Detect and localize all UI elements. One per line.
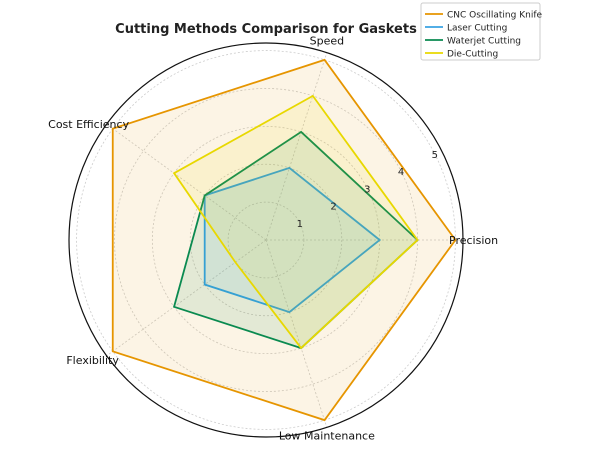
legend-label: CNC Oscillating Knife — [447, 11, 542, 21]
axis-label: Flexibility — [66, 354, 119, 367]
outer-frame — [68, 42, 464, 438]
axis-label: Cost Efficiency — [48, 118, 129, 131]
radial-tick-label: 5 — [432, 150, 438, 161]
radial-tick-label: 1 — [297, 219, 303, 230]
grid-circle — [189, 163, 343, 317]
axis-line — [265, 52, 328, 241]
chart-title: Cutting Methods Comparison for Gaskets — [115, 22, 417, 37]
axis-line — [106, 239, 267, 357]
series-fill — [204, 167, 380, 313]
legend-label: Laser Cutting — [447, 24, 507, 34]
axis-label: Low Maintenance — [279, 429, 375, 442]
radial-tick-label: 3 — [364, 184, 370, 195]
legend-label: Die-Cutting — [447, 50, 498, 60]
series-fill — [174, 131, 418, 349]
series-line-1 — [203, 166, 382, 314]
axis-line — [265, 239, 328, 428]
radial-tick-label: 2 — [330, 202, 336, 213]
axis-line — [106, 123, 267, 241]
axis-label: Precision — [449, 234, 498, 247]
legend-box — [420, 2, 541, 61]
series-fill — [174, 95, 418, 349]
series-fill — [112, 59, 456, 421]
series-line-0 — [111, 58, 457, 422]
radial-tick-label: 4 — [398, 167, 404, 178]
legend-label: Waterjet Cutting — [447, 37, 521, 47]
series-line-3 — [172, 94, 419, 350]
axis-label: Speed — [310, 35, 344, 48]
